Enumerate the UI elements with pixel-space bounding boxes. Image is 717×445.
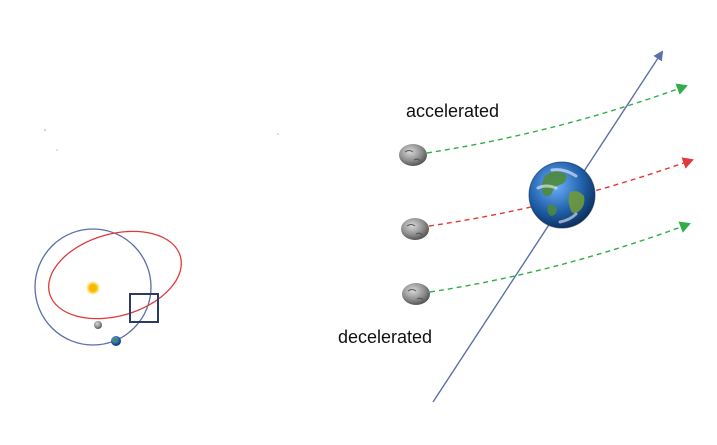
earth-icon: [528, 161, 596, 229]
asteroid-icon: [401, 218, 429, 240]
asteroid-icon: [399, 144, 427, 166]
earth-orbit: [34, 228, 152, 346]
asteroid-icon: [402, 283, 430, 305]
asteroid-icon: [94, 321, 102, 329]
decelerated-trajectory-arrow: [429, 221, 691, 293]
center-trajectory-arrow: [428, 157, 694, 227]
asteroid-orbit: [48, 230, 182, 320]
zoom-box: [129, 293, 159, 323]
star-dot: [44, 129, 46, 131]
orbit-overview: [34, 228, 182, 346]
decelerated-label: decelerated: [338, 327, 432, 347]
star-dot: [56, 149, 58, 151]
earth-icon: [111, 336, 121, 346]
earth-trajectory-arrow: [432, 50, 664, 403]
accelerated-label: accelerated: [406, 101, 499, 121]
star-dot: [277, 133, 279, 135]
sun-core: [89, 284, 97, 292]
flyby-detail: accelerated decelerated: [338, 50, 694, 403]
